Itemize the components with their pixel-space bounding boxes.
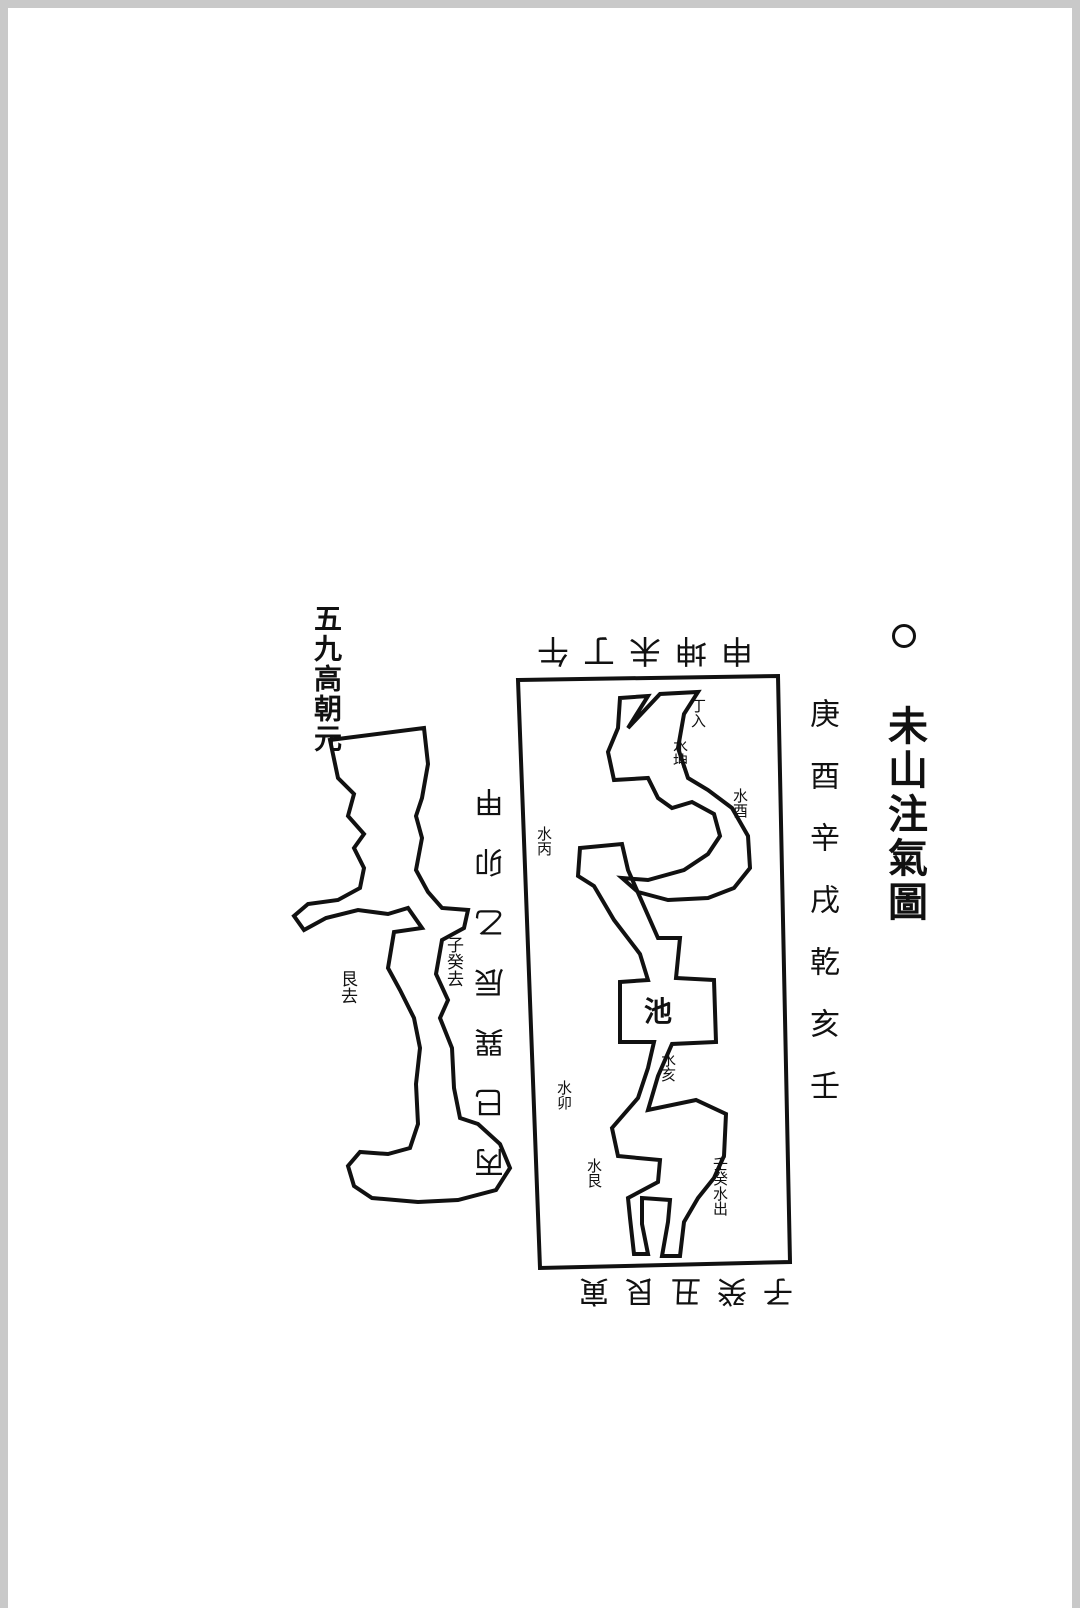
site-boundary-frame [515, 673, 793, 1271]
mao-water-label: 水卯 [555, 1080, 573, 1110]
zi-gui-go-label: 子癸去 [443, 936, 463, 987]
left-compass-labels: 丙巳巽辰乙卯甲 [475, 758, 510, 1178]
ding-in-label: 丁入 [689, 698, 707, 728]
corner-note: 五九高朝元 [310, 604, 343, 754]
feng-shui-water-diagram [291, 673, 793, 1271]
top-compass-labels: 申坤未丁午 [523, 632, 754, 670]
bottom-compass-labels: 子癸丑艮寅 [563, 1273, 793, 1308]
right-compass-labels: 庚酉辛戌乾亥壬 [804, 698, 839, 1132]
diagram-title: 未山注氣圖 [881, 624, 928, 925]
middle-water-channel [575, 841, 729, 1258]
kun-water-label: 水坤 [671, 738, 689, 768]
gen-water-label: 水艮 [585, 1158, 603, 1188]
hai-water-label: 水亥 [659, 1052, 677, 1082]
upper-water-channel [605, 689, 753, 903]
gen-go-label: 艮去 [337, 970, 357, 1004]
circle-marker-icon [892, 624, 916, 648]
ren-gui-water-label: 壬癸水出 [711, 1156, 729, 1216]
left-water-channel [291, 725, 513, 1205]
document-page: 未山注氣圖 庚酉辛戌乾亥壬 申坤未丁午 子癸丑艮寅 丙巳巽辰乙卯甲 池 丁入 水… [8, 8, 1072, 1608]
bing-water-label: 水丙 [535, 826, 553, 856]
pool-label: 池 [644, 995, 673, 1028]
you-water-label: 水酉 [731, 788, 749, 818]
title-text: 未山注氣圖 [881, 705, 928, 925]
